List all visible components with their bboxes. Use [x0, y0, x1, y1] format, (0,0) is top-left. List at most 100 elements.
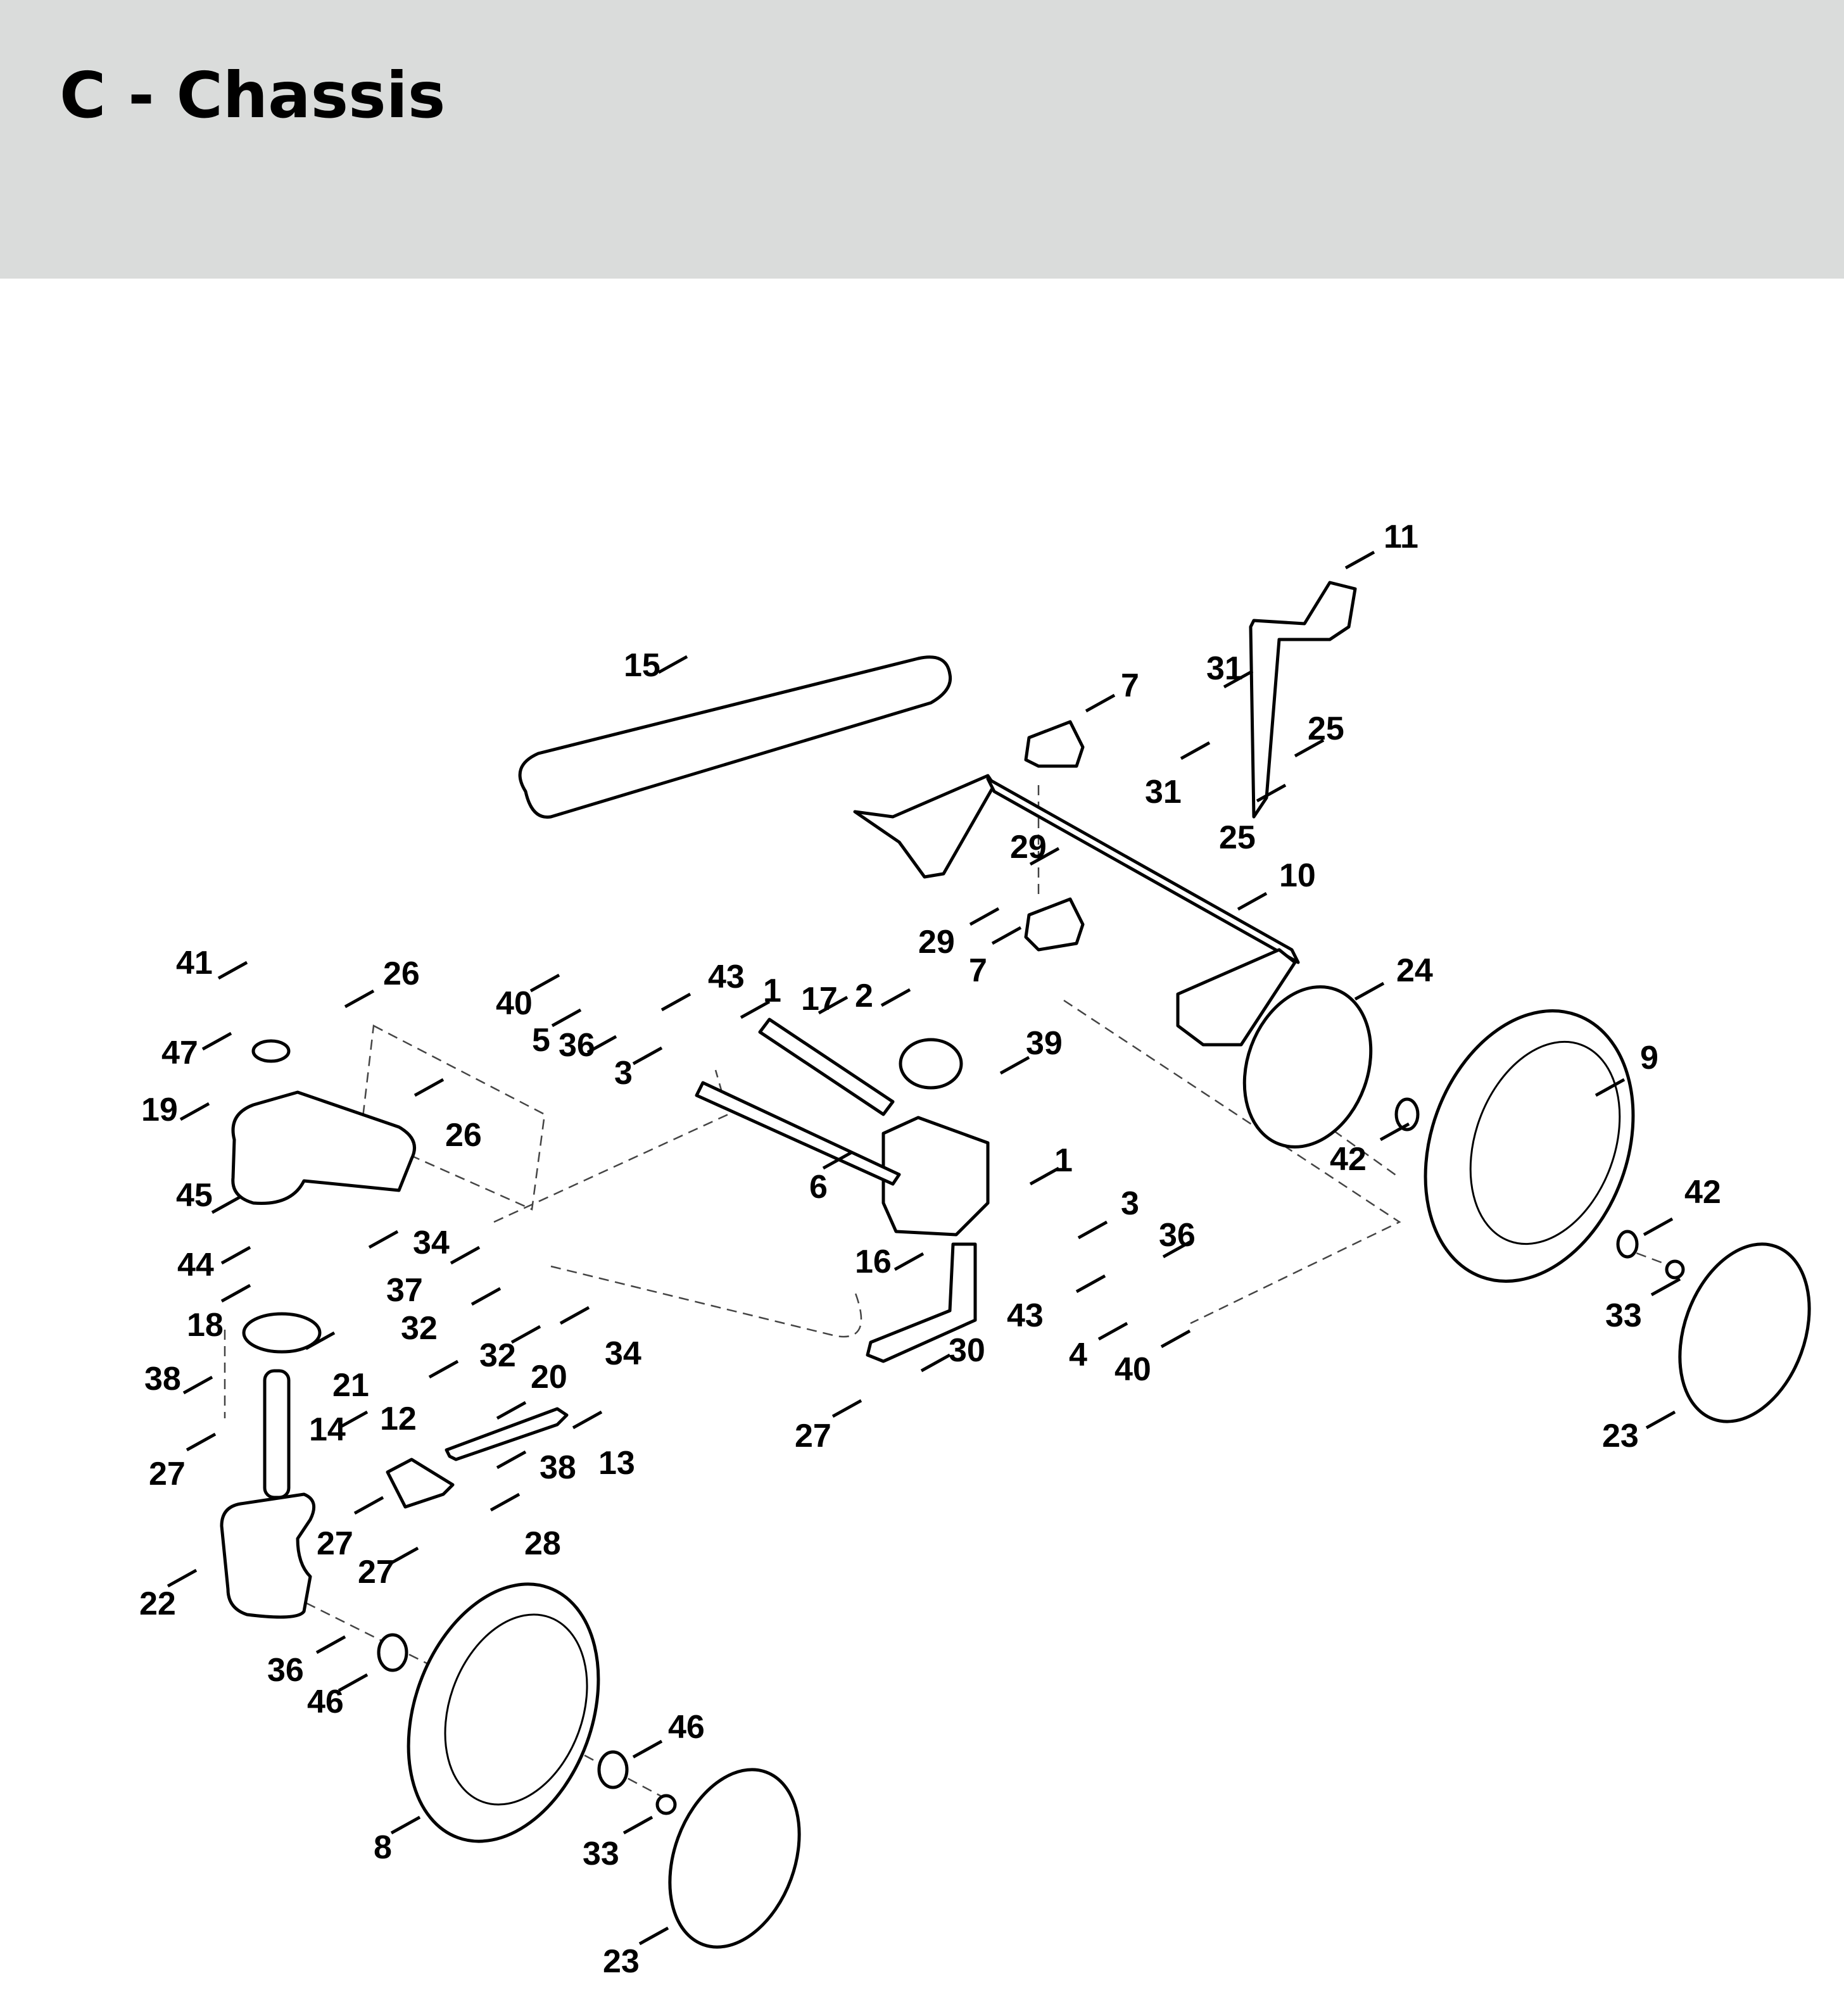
leader-c31b	[1180, 741, 1211, 760]
leader-c42a	[1379, 1122, 1410, 1142]
leader-c47	[201, 1031, 232, 1051]
leader-c22	[167, 1568, 198, 1588]
parts	[220, 581, 1811, 1949]
caster-fork	[220, 1492, 316, 1619]
leader-c31a	[1223, 669, 1254, 689]
leader-c33b	[622, 1815, 654, 1835]
callout-c26b: 26	[445, 1117, 482, 1154]
lever-plate	[242, 1312, 322, 1354]
callout-c42a: 42	[1330, 1141, 1367, 1178]
callout-c21: 21	[332, 1367, 369, 1404]
leader-c33a	[1650, 1277, 1681, 1297]
leader-c5	[551, 1008, 582, 1028]
callout-c34a: 34	[413, 1225, 450, 1261]
callout-c31b: 31	[1145, 774, 1182, 810]
callout-c36c: 36	[267, 1652, 304, 1689]
callout-c32a: 32	[401, 1310, 438, 1347]
leader-c27b	[186, 1432, 217, 1452]
leader-c23a	[1645, 1410, 1676, 1430]
callout-c19: 19	[141, 1092, 178, 1128]
callout-c6: 6	[809, 1169, 828, 1206]
callout-c36b: 36	[1159, 1217, 1196, 1254]
callout-c46b: 46	[668, 1709, 705, 1746]
callout-c22: 22	[139, 1585, 176, 1622]
callout-c38a: 38	[144, 1361, 181, 1397]
leader-c32a	[470, 1287, 502, 1306]
bushing	[251, 1039, 291, 1063]
callout-c42b: 42	[1684, 1174, 1721, 1211]
drive-shaft	[695, 1081, 901, 1186]
leader-c25b	[1256, 783, 1287, 803]
callout-c14: 14	[309, 1411, 346, 1448]
hubcap-rear	[1678, 1242, 1811, 1423]
caster-stem	[263, 1369, 291, 1499]
leader-c1b	[1029, 1166, 1060, 1186]
callout-c28: 28	[524, 1525, 561, 1562]
leader-c8	[390, 1815, 421, 1835]
callout-c40b: 40	[1115, 1351, 1151, 1388]
leader-c25a	[1294, 738, 1325, 758]
rear-axle-plate-right	[1176, 948, 1297, 1047]
leader-c13	[572, 1410, 603, 1430]
leader-c37	[368, 1230, 399, 1249]
callout-c27b: 27	[149, 1456, 186, 1492]
leader-c7b	[991, 926, 1022, 945]
rear-wheel	[1424, 1009, 1635, 1283]
leader-c19	[179, 1102, 210, 1121]
drive-belt	[518, 655, 952, 819]
callout-c4: 4	[1069, 1337, 1087, 1373]
callout-c31a: 31	[1206, 650, 1243, 687]
bearing-rear-inner	[1394, 1097, 1420, 1131]
bracket-7-lower	[1024, 897, 1085, 952]
callout-c15: 15	[624, 647, 660, 684]
leader-c34b	[559, 1306, 590, 1325]
callout-c33b: 33	[583, 1836, 619, 1872]
leader-c43b	[1075, 1274, 1106, 1294]
leader-c42b	[1643, 1217, 1674, 1237]
leader-c17	[818, 995, 849, 1015]
callout-c16: 16	[855, 1244, 892, 1280]
callout-c37: 37	[386, 1272, 423, 1309]
callout-c34b: 34	[605, 1335, 641, 1372]
callout-c3b: 3	[1121, 1185, 1139, 1222]
callout-c8: 8	[374, 1829, 392, 1866]
bearing-front-inner	[377, 1633, 408, 1672]
leader-c46b	[632, 1739, 663, 1759]
leader-c16	[894, 1252, 925, 1271]
callout-c43b: 43	[1007, 1297, 1044, 1334]
callout-c23a: 23	[1602, 1418, 1639, 1454]
callout-c2: 2	[855, 978, 873, 1014]
leader-c45	[211, 1195, 242, 1214]
leader-c36c	[315, 1635, 346, 1654]
callout-c27c: 27	[317, 1525, 353, 1562]
header-banner: C - Chassis	[0, 0, 1844, 279]
leader-c28	[489, 1492, 521, 1512]
callout-c1b: 1	[1054, 1142, 1073, 1179]
callout-c41: 41	[176, 945, 213, 981]
callout-c33a: 33	[1605, 1297, 1642, 1334]
callout-c10: 10	[1279, 857, 1316, 894]
callout-c43a: 43	[708, 959, 745, 995]
callout-c12: 12	[380, 1401, 417, 1437]
leader-c38a	[182, 1375, 213, 1395]
callout-c1a: 1	[763, 973, 781, 1009]
leader-c3a	[632, 1046, 663, 1066]
pulley	[899, 1038, 963, 1090]
callout-c39: 39	[1026, 1025, 1063, 1062]
bracket-14	[386, 1458, 455, 1509]
callout-c7b: 7	[969, 952, 987, 989]
callout-c44: 44	[177, 1247, 214, 1283]
height-lever	[1249, 581, 1357, 819]
leader-c3b	[1077, 1220, 1108, 1240]
callout-c29b: 29	[918, 924, 955, 961]
callout-c27a: 27	[795, 1418, 831, 1454]
callout-c23b: 23	[603, 1943, 640, 1980]
leader-c41	[217, 961, 248, 980]
hubcap-front	[668, 1768, 801, 1949]
leader-c27a	[831, 1399, 862, 1418]
rear-axle-plate-left	[853, 774, 996, 879]
leader-c27d	[388, 1546, 419, 1566]
callout-c17: 17	[801, 981, 838, 1017]
